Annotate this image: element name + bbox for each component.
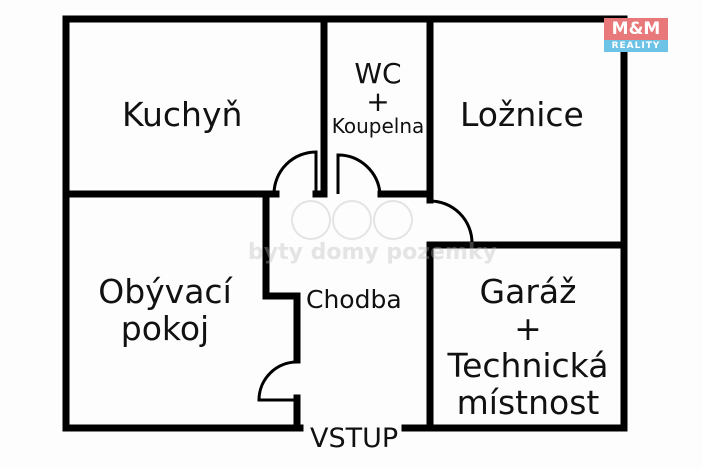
garage-line2: + <box>514 308 542 348</box>
living-line1: Obývací <box>98 272 232 311</box>
mm-reality-logo: M&M REALITY <box>604 18 668 52</box>
room-kitchen-label: Kuchyň <box>122 95 243 134</box>
logo-bottom: REALITY <box>604 40 668 52</box>
watermark-text: byty domy pozemky <box>248 240 497 265</box>
wc-line3: Koupelna <box>331 113 425 138</box>
watermark-icon-3 <box>373 200 413 240</box>
logo-top: M&M <box>604 18 668 40</box>
room-bedroom-label: Ložnice <box>460 95 584 134</box>
garage-line4: místnost <box>456 382 600 422</box>
living-line2: pokoj <box>120 308 210 348</box>
entrance-label: VSTUP <box>310 423 399 454</box>
wc-line2: + <box>366 85 390 119</box>
room-hall-label: Chodba <box>306 285 402 314</box>
room-garage-label: Garáž + Technická místnost <box>440 272 616 422</box>
room-living-label: Obývací pokoj <box>80 272 250 348</box>
room-wc-label: WC + Koupelna <box>330 58 426 137</box>
watermark-icon-2 <box>332 200 372 240</box>
garage-line3: Technická <box>447 345 609 385</box>
garage-line1: Garáž <box>479 272 577 311</box>
watermark-icon-1 <box>291 200 331 240</box>
wc-line1: WC <box>354 57 402 90</box>
